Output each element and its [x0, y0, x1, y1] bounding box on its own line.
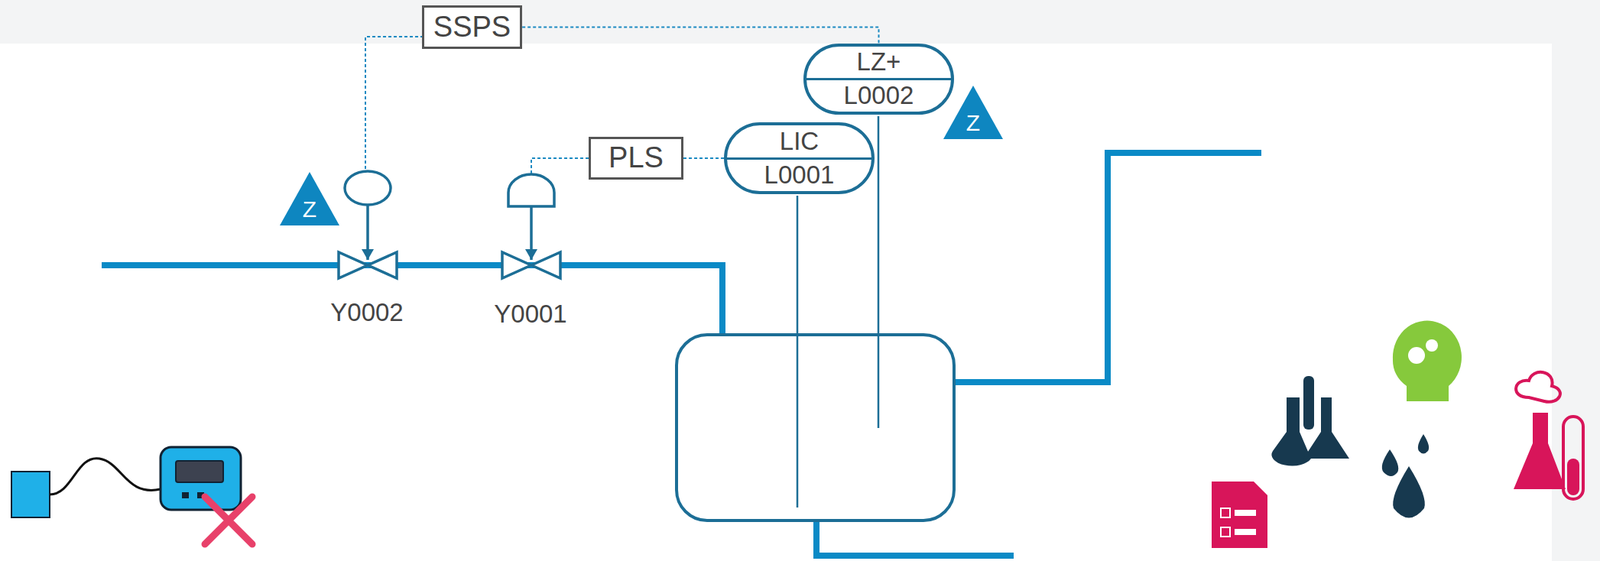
- drops-icon: [1382, 434, 1429, 519]
- node-text: LIC: [726, 125, 872, 160]
- signal-connector: [522, 27, 879, 45]
- stem-arrows: [361, 249, 538, 260]
- instrument-bubble: LICL0001: [723, 122, 875, 195]
- signal-lines: [365, 36, 589, 176]
- node-text: LZ+: [806, 46, 951, 81]
- pipes: [101, 152, 1262, 556]
- vessel: [676, 334, 955, 521]
- valve-tag: Y0002: [330, 299, 403, 325]
- head-icon: [1392, 320, 1462, 402]
- reaction-icon: [1513, 372, 1584, 500]
- zone-marker: Z: [302, 197, 317, 221]
- node-text: L0001: [726, 159, 872, 192]
- flask-icon: [1271, 376, 1350, 467]
- node-text: PLS: [608, 142, 664, 175]
- valves: [338, 171, 561, 279]
- white-ground: [0, 43, 1552, 561]
- signal-connector: [683, 157, 724, 160]
- system-box: PLS: [588, 136, 684, 180]
- valve-tag: Y0001: [493, 301, 567, 327]
- node-text: L0002: [806, 80, 951, 112]
- system-box: SSPS: [421, 5, 523, 49]
- checklist-icon: [1211, 481, 1268, 549]
- instrument-bubble: LZ+L0002: [803, 43, 955, 115]
- zone-marker: Z: [966, 111, 981, 135]
- node-text: SSPS: [433, 11, 511, 44]
- power-supply-icon: [11, 447, 253, 545]
